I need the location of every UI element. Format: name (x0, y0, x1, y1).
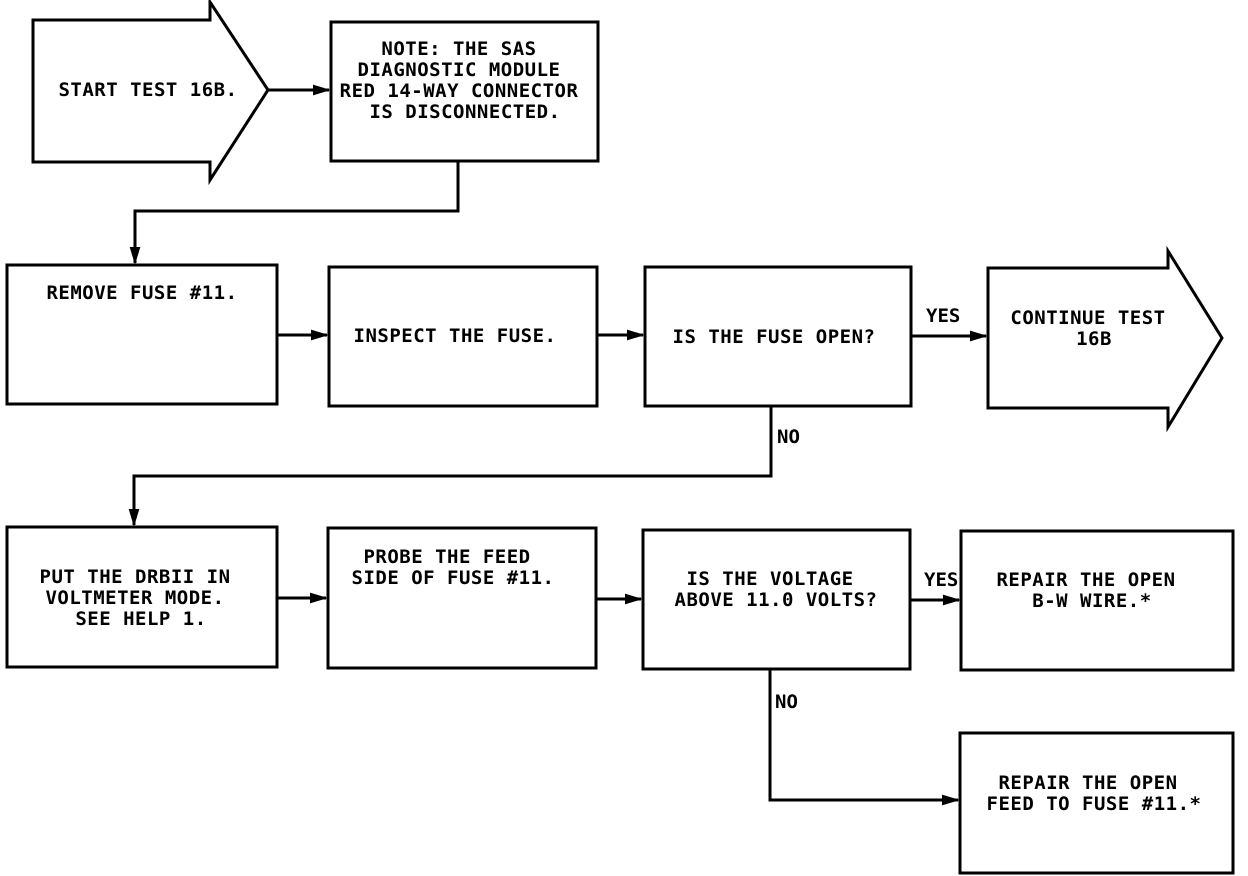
fuse-open-label: IS THE FUSE OPEN? (673, 326, 876, 348)
start-label: START TEST 16B. (58, 79, 237, 101)
edge-label-yes-2: YES (924, 569, 958, 591)
fuse-open-line-1: IS THE FUSE OPEN? (673, 326, 876, 348)
remove-fuse-label: REMOVE FUSE #11. (46, 282, 237, 304)
probe-feed-line-2: SIDE OF FUSE #11. (352, 567, 555, 589)
continue-line-2: 16B (1076, 328, 1112, 350)
note-line-2: DIAGNOSTIC MODULE (358, 59, 561, 81)
put-drb-line-1: PUT THE DRBII IN (40, 566, 231, 588)
continue-label: CONTINUE TEST 16B (1010, 307, 1177, 350)
put-drb-line-3: SEE HELP 1. (75, 608, 206, 630)
inspect-fuse-label: INSPECT THE FUSE. (354, 325, 557, 347)
probe-feed-line-1: PROBE THE FEED (363, 546, 530, 568)
edge-label-no-2: NO (775, 691, 798, 713)
note-box (329, 20, 600, 163)
repair-bw-box (959, 529, 1235, 672)
edge-label-no-1: NO (777, 426, 800, 448)
repair-bw-label: REPAIR THE OPEN B-W WIRE.* (996, 569, 1187, 612)
note-line-1: NOTE: THE SAS (381, 38, 536, 60)
note-line-3: RED 14-WAY CONNECTOR (340, 80, 579, 102)
inspect-fuse-box (327, 265, 599, 408)
put-drb-line-2: VOLTMETER MODE. (45, 587, 224, 609)
remove-fuse-box (5, 263, 279, 406)
start-line-1: START TEST 16B. (58, 79, 237, 101)
repair-bw-line-2: B-W WIRE.* (1032, 590, 1151, 612)
repair-feed-box (958, 731, 1235, 875)
repair-bw-line-1: REPAIR THE OPEN (996, 569, 1175, 591)
start-arrow-shape (31, 0, 270, 186)
repair-feed-line-2: FEED TO FUSE #11.* (987, 793, 1202, 815)
edge-label-yes-1: YES (926, 305, 960, 327)
repair-feed-label: REPAIR THE OPEN FEED TO FUSE #11.* (987, 772, 1202, 815)
remove-fuse-line-1: REMOVE FUSE #11. (46, 282, 237, 304)
fuse-open-decision-box (643, 265, 913, 408)
put-drb-label: PUT THE DRBII IN VOLTMETER MODE. SEE HEL… (40, 566, 243, 630)
edge-no-to-put-drb (128, 406, 773, 527)
note-line-4: IS DISCONNECTED. (369, 101, 560, 123)
repair-feed-line-1: REPAIR THE OPEN (998, 772, 1177, 794)
inspect-fuse-line-1: INSPECT THE FUSE. (354, 325, 557, 347)
voltage-label: IS THE VOLTAGE ABOVE 11.0 VOLTS? (675, 568, 878, 611)
put-drb-box (5, 525, 279, 669)
edge-note-to-remove (129, 161, 460, 265)
continue-arrow-shape (986, 245, 1224, 433)
voltage-line-2: ABOVE 11.0 VOLTS? (675, 589, 878, 611)
edge-no-to-repair-feed (768, 669, 960, 806)
probe-feed-label: PROBE THE FEED SIDE OF FUSE #11. (352, 546, 555, 589)
continue-line-1: CONTINUE TEST (1010, 307, 1165, 329)
note-label: NOTE: THE SAS DIAGNOSTIC MODULE RED 14-W… (340, 38, 591, 123)
voltage-line-1: IS THE VOLTAGE (686, 568, 853, 590)
